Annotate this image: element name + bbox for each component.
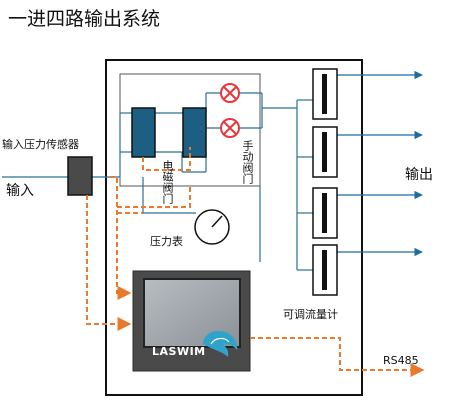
flowmeter-3-float [322, 193, 327, 233]
valve-signal-line [142, 147, 191, 171]
sensor-signal-line [86, 195, 132, 331]
brand-label: LASWIM [152, 345, 206, 358]
output-label: 输出 [405, 167, 433, 183]
sensor-signal-line-2 [110, 176, 132, 300]
input-label: 输入 [6, 183, 34, 199]
pressure-sensor [67, 156, 93, 196]
manual-valve-1 [220, 83, 240, 103]
manual-valve-label: 手动阀门 [241, 140, 254, 184]
page-title: 一进四路输出系统 [8, 8, 161, 30]
rs485-label: RS485 [383, 354, 419, 367]
brand-wave-icon [203, 330, 238, 357]
manual-valve-2 [220, 118, 240, 138]
flowmeters [312, 68, 338, 296]
flowmeter-1-float [322, 74, 327, 114]
solenoid-valve-1 [131, 107, 156, 158]
flowmeter-2-float [322, 132, 327, 172]
flowmeter-4-float [322, 250, 327, 290]
pressure-sensor-label: 输入压力传感器 [2, 138, 79, 151]
pressure-gauge-icon [194, 209, 230, 245]
pressure-gauge-label: 压力表 [150, 235, 183, 248]
valve2-signal-line [117, 186, 191, 208]
flowmeter-label: 可调流量计 [283, 308, 338, 321]
solenoid-valve-label: 电磁阀门 [161, 160, 174, 204]
rs485-signal-line [250, 337, 425, 377]
solenoid-valve-2 [182, 107, 207, 158]
